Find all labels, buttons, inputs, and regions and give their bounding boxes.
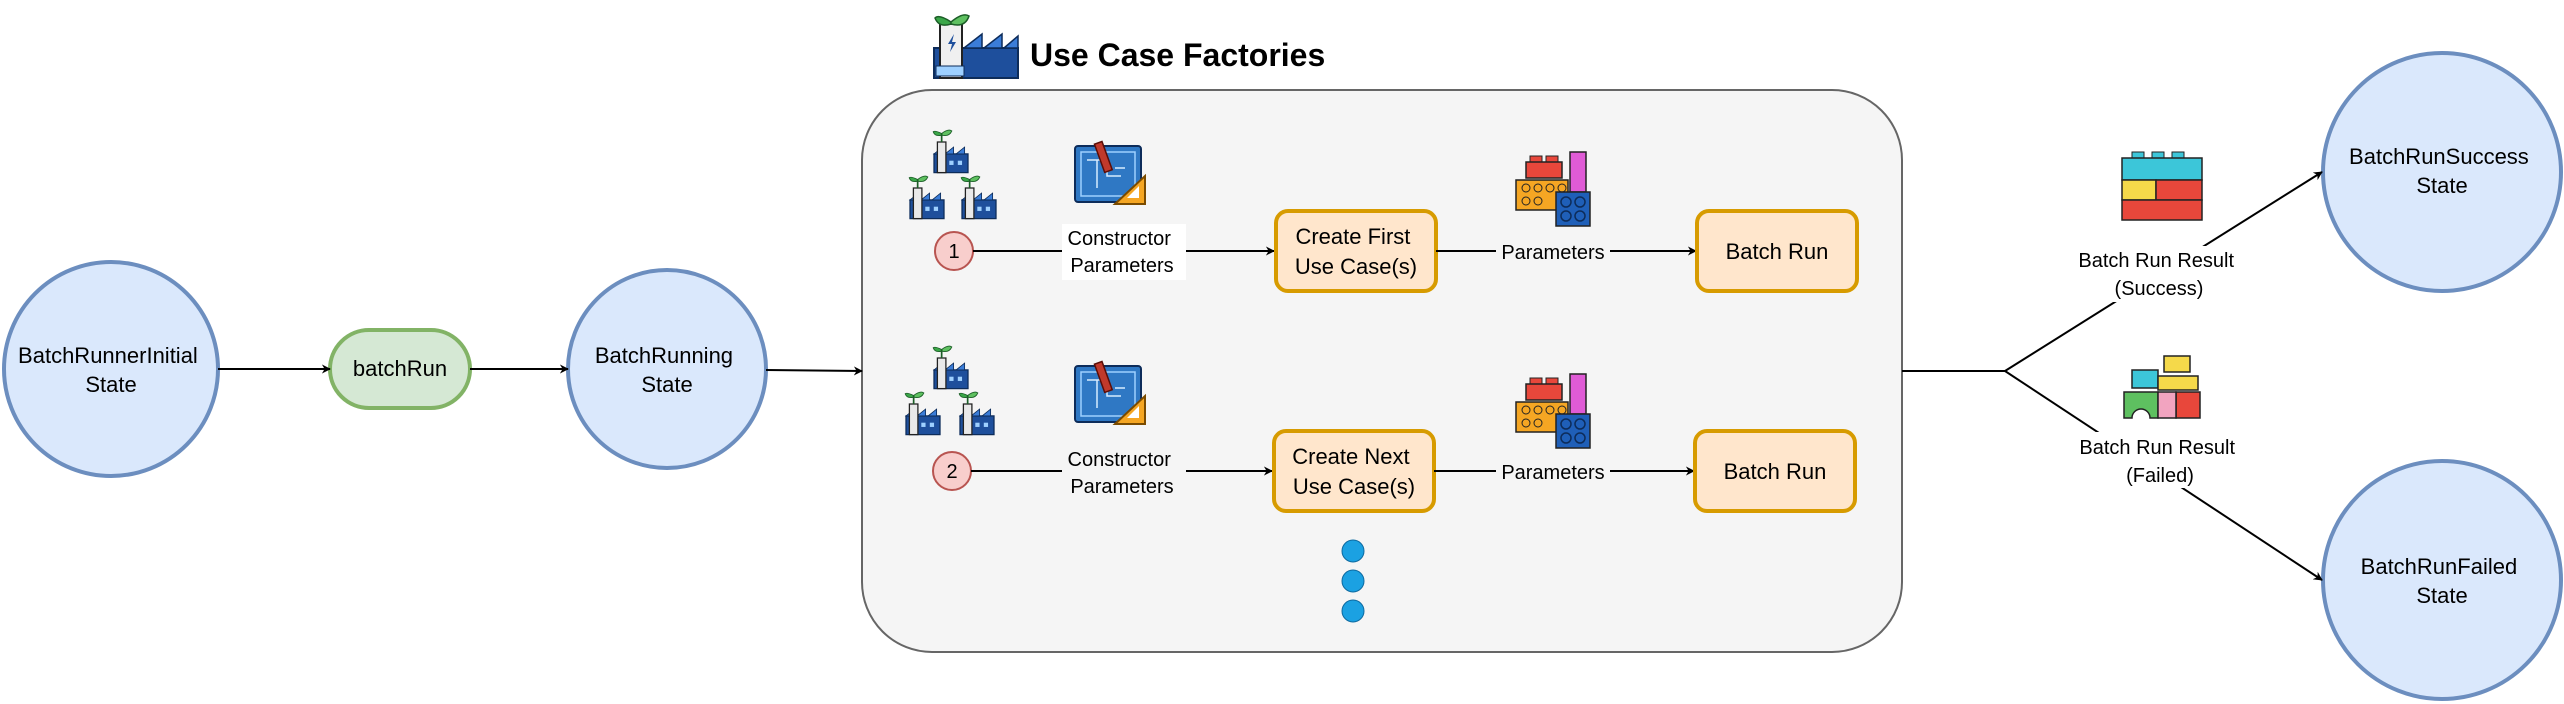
arrow-running-to-container (765, 366, 863, 376)
row-1-batch-run[interactable]: Batch Run (1695, 209, 1859, 293)
row-2-batch-run[interactable]: Batch Run (1693, 429, 1857, 513)
svg-text:BatchRunFailed State: BatchRunFailed State (2361, 554, 2524, 608)
state-success-line-1: BatchRunSuccess (2349, 144, 2529, 169)
svg-text:BatchRunSuccess State: BatchRunSuccess State (2349, 144, 2535, 198)
row-1-create-line-2: Use Case(s) (1295, 254, 1417, 279)
state-batch-running[interactable]: BatchRunning State (566, 268, 768, 470)
use-case-factories-container (861, 89, 1903, 653)
lego-stack-success-icon (2121, 151, 2203, 221)
row-1-parameters-label: Parameters (1501, 242, 1604, 264)
svg-text:BatchRunning State: BatchRunning State (595, 343, 739, 397)
event-batch-run-label: batchRun (353, 356, 447, 381)
svg-text:Batch Run Result (Failed): Batch Run Result (Failed) (2079, 437, 2240, 487)
state-batch-runner-initial[interactable]: BatchRunnerInitial State (2, 260, 220, 478)
blueprint-icon-row-2 (1074, 360, 1146, 425)
svg-text:Constructor Parameters: Constructor Parameters (1068, 449, 1177, 498)
row-2-create-line-1: Create Next (1292, 444, 1409, 469)
state-running-line-2: State (641, 372, 692, 397)
container-title: Use Case Factories (1030, 37, 1325, 73)
state-success-line-2: State (2416, 173, 2467, 198)
result-failed-line-1: Batch Run Result (2079, 437, 2235, 459)
svg-text:Create Next Use Case(s): Create Next Use Case(s) (1292, 444, 1416, 499)
row-1-constructor-label-2: Parameters (1070, 255, 1173, 277)
row-1-number: 1 (948, 241, 959, 263)
row-1-create-line-1: Create First (1295, 224, 1410, 249)
state-failed-line-2: State (2416, 583, 2467, 608)
row-2-constructor-label-2: Parameters (1070, 476, 1173, 498)
factory-icon (933, 14, 1019, 79)
svg-text:Create First Use Case(s): Create First Use Case(s) (1295, 224, 1417, 279)
row-1-constructor-label-1: Constructor (1068, 228, 1172, 250)
row-2-create-line-2: Use Case(s) (1293, 474, 1415, 499)
state-initial-line-2: State (85, 372, 136, 397)
row-2-batch-run-label: Batch Run (1724, 459, 1827, 484)
lego-bridge-failed-icon (2123, 355, 2201, 419)
row-1-number-badge: 1 (934, 231, 974, 271)
svg-text:Constructor Parameters: Constructor Parameters (1068, 228, 1177, 277)
row-2-parameters-label: Parameters (1501, 462, 1604, 484)
state-batch-run-failed[interactable]: BatchRunFailed State (2321, 459, 2563, 701)
more-rows-ellipsis (1341, 539, 1365, 623)
row-2-number-badge: 2 (932, 451, 972, 491)
state-initial-line-1: BatchRunnerInitial (18, 343, 198, 368)
state-running-line-1: BatchRunning (595, 343, 733, 368)
result-success-line-1: Batch Run Result (2078, 250, 2234, 272)
svg-text:BatchRunnerInitial State: BatchRunnerInitial State (18, 343, 204, 397)
row-2-constructor-label-1: Constructor (1068, 449, 1172, 471)
event-batch-run[interactable]: batchRun (328, 328, 472, 410)
state-failed-line-1: BatchRunFailed (2361, 554, 2518, 579)
result-failed-line-2: (Failed) (2126, 465, 2194, 487)
svg-text:Batch Run Result (Success): Batch Run Result (Success) (2078, 250, 2239, 300)
row-2-create-use-case[interactable]: Create Next Use Case(s) (1272, 429, 1436, 513)
blueprint-icon-row-1 (1074, 140, 1146, 205)
state-batch-run-success[interactable]: BatchRunSuccess State (2321, 51, 2563, 293)
result-success-line-2: (Success) (2115, 278, 2204, 300)
row-1-create-use-case[interactable]: Create First Use Case(s) (1274, 209, 1438, 293)
row-1-batch-run-label: Batch Run (1726, 239, 1829, 264)
row-2-number: 2 (946, 461, 957, 483)
